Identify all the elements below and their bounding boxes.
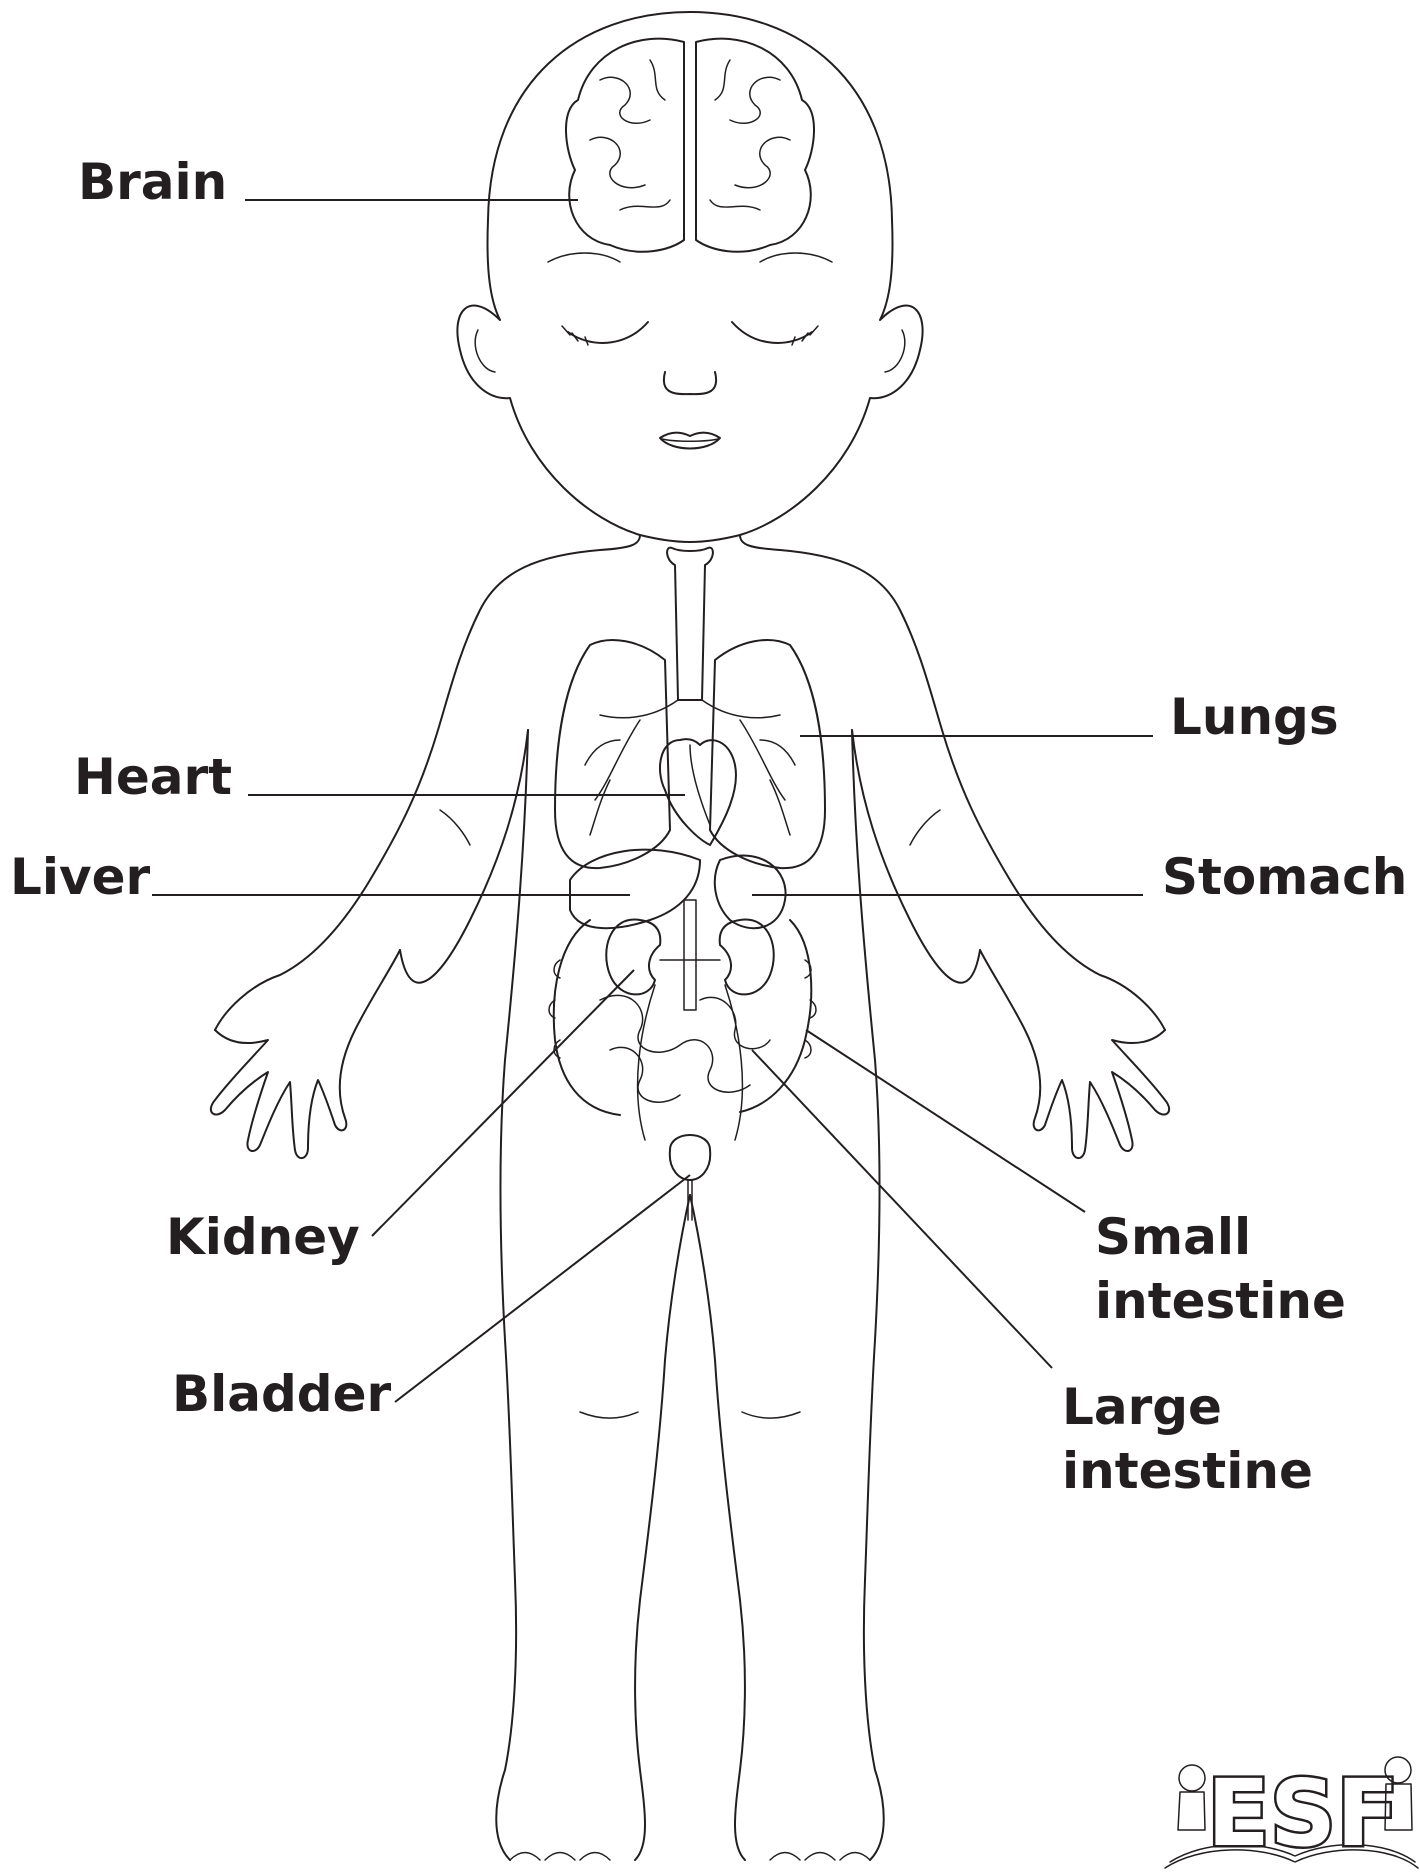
stomach-illustration bbox=[715, 856, 786, 929]
liver-illustration bbox=[570, 850, 700, 929]
trachea-illustration bbox=[667, 548, 713, 700]
nose bbox=[664, 372, 716, 394]
right-eye bbox=[732, 322, 812, 343]
small-intestine-leader bbox=[806, 1030, 1085, 1212]
right-hand bbox=[980, 950, 1169, 1158]
label-small-intestine-line1: Small bbox=[1095, 1205, 1346, 1269]
left-eye bbox=[568, 322, 648, 343]
esf-logo: ESF bbox=[1165, 1757, 1418, 1868]
logo-text: ESF bbox=[1207, 1760, 1399, 1867]
kidneys-illustration bbox=[606, 900, 774, 1140]
label-small-intestine-line2: intestine bbox=[1095, 1269, 1346, 1333]
child-body-outline bbox=[211, 12, 1169, 1860]
large-intestine-illustration bbox=[549, 920, 816, 1115]
label-bladder: Bladder bbox=[172, 1362, 391, 1426]
head-outline bbox=[457, 12, 922, 542]
heart-illustration bbox=[660, 739, 736, 845]
left-hand bbox=[211, 950, 400, 1158]
label-brain: Brain bbox=[78, 150, 227, 214]
label-small-intestine: Small intestine bbox=[1095, 1205, 1346, 1333]
label-large-intestine-line1: Large bbox=[1062, 1375, 1313, 1439]
bladder-illustration bbox=[670, 1135, 710, 1220]
bladder-leader bbox=[395, 1175, 690, 1402]
kidney-leader bbox=[372, 970, 634, 1236]
label-large-intestine: Large intestine bbox=[1062, 1375, 1313, 1503]
label-stomach: Stomach bbox=[1162, 845, 1407, 909]
label-kidney: Kidney bbox=[166, 1205, 360, 1269]
large-intestine-leader bbox=[752, 1050, 1052, 1368]
label-large-intestine-line2: intestine bbox=[1062, 1439, 1313, 1503]
label-lungs: Lungs bbox=[1170, 685, 1339, 749]
label-liver: Liver bbox=[10, 845, 150, 909]
label-heart: Heart bbox=[74, 745, 232, 809]
brain-illustration bbox=[566, 39, 814, 252]
small-intestine-illustration bbox=[600, 995, 770, 1102]
logo-girl-icon bbox=[1179, 1765, 1205, 1791]
